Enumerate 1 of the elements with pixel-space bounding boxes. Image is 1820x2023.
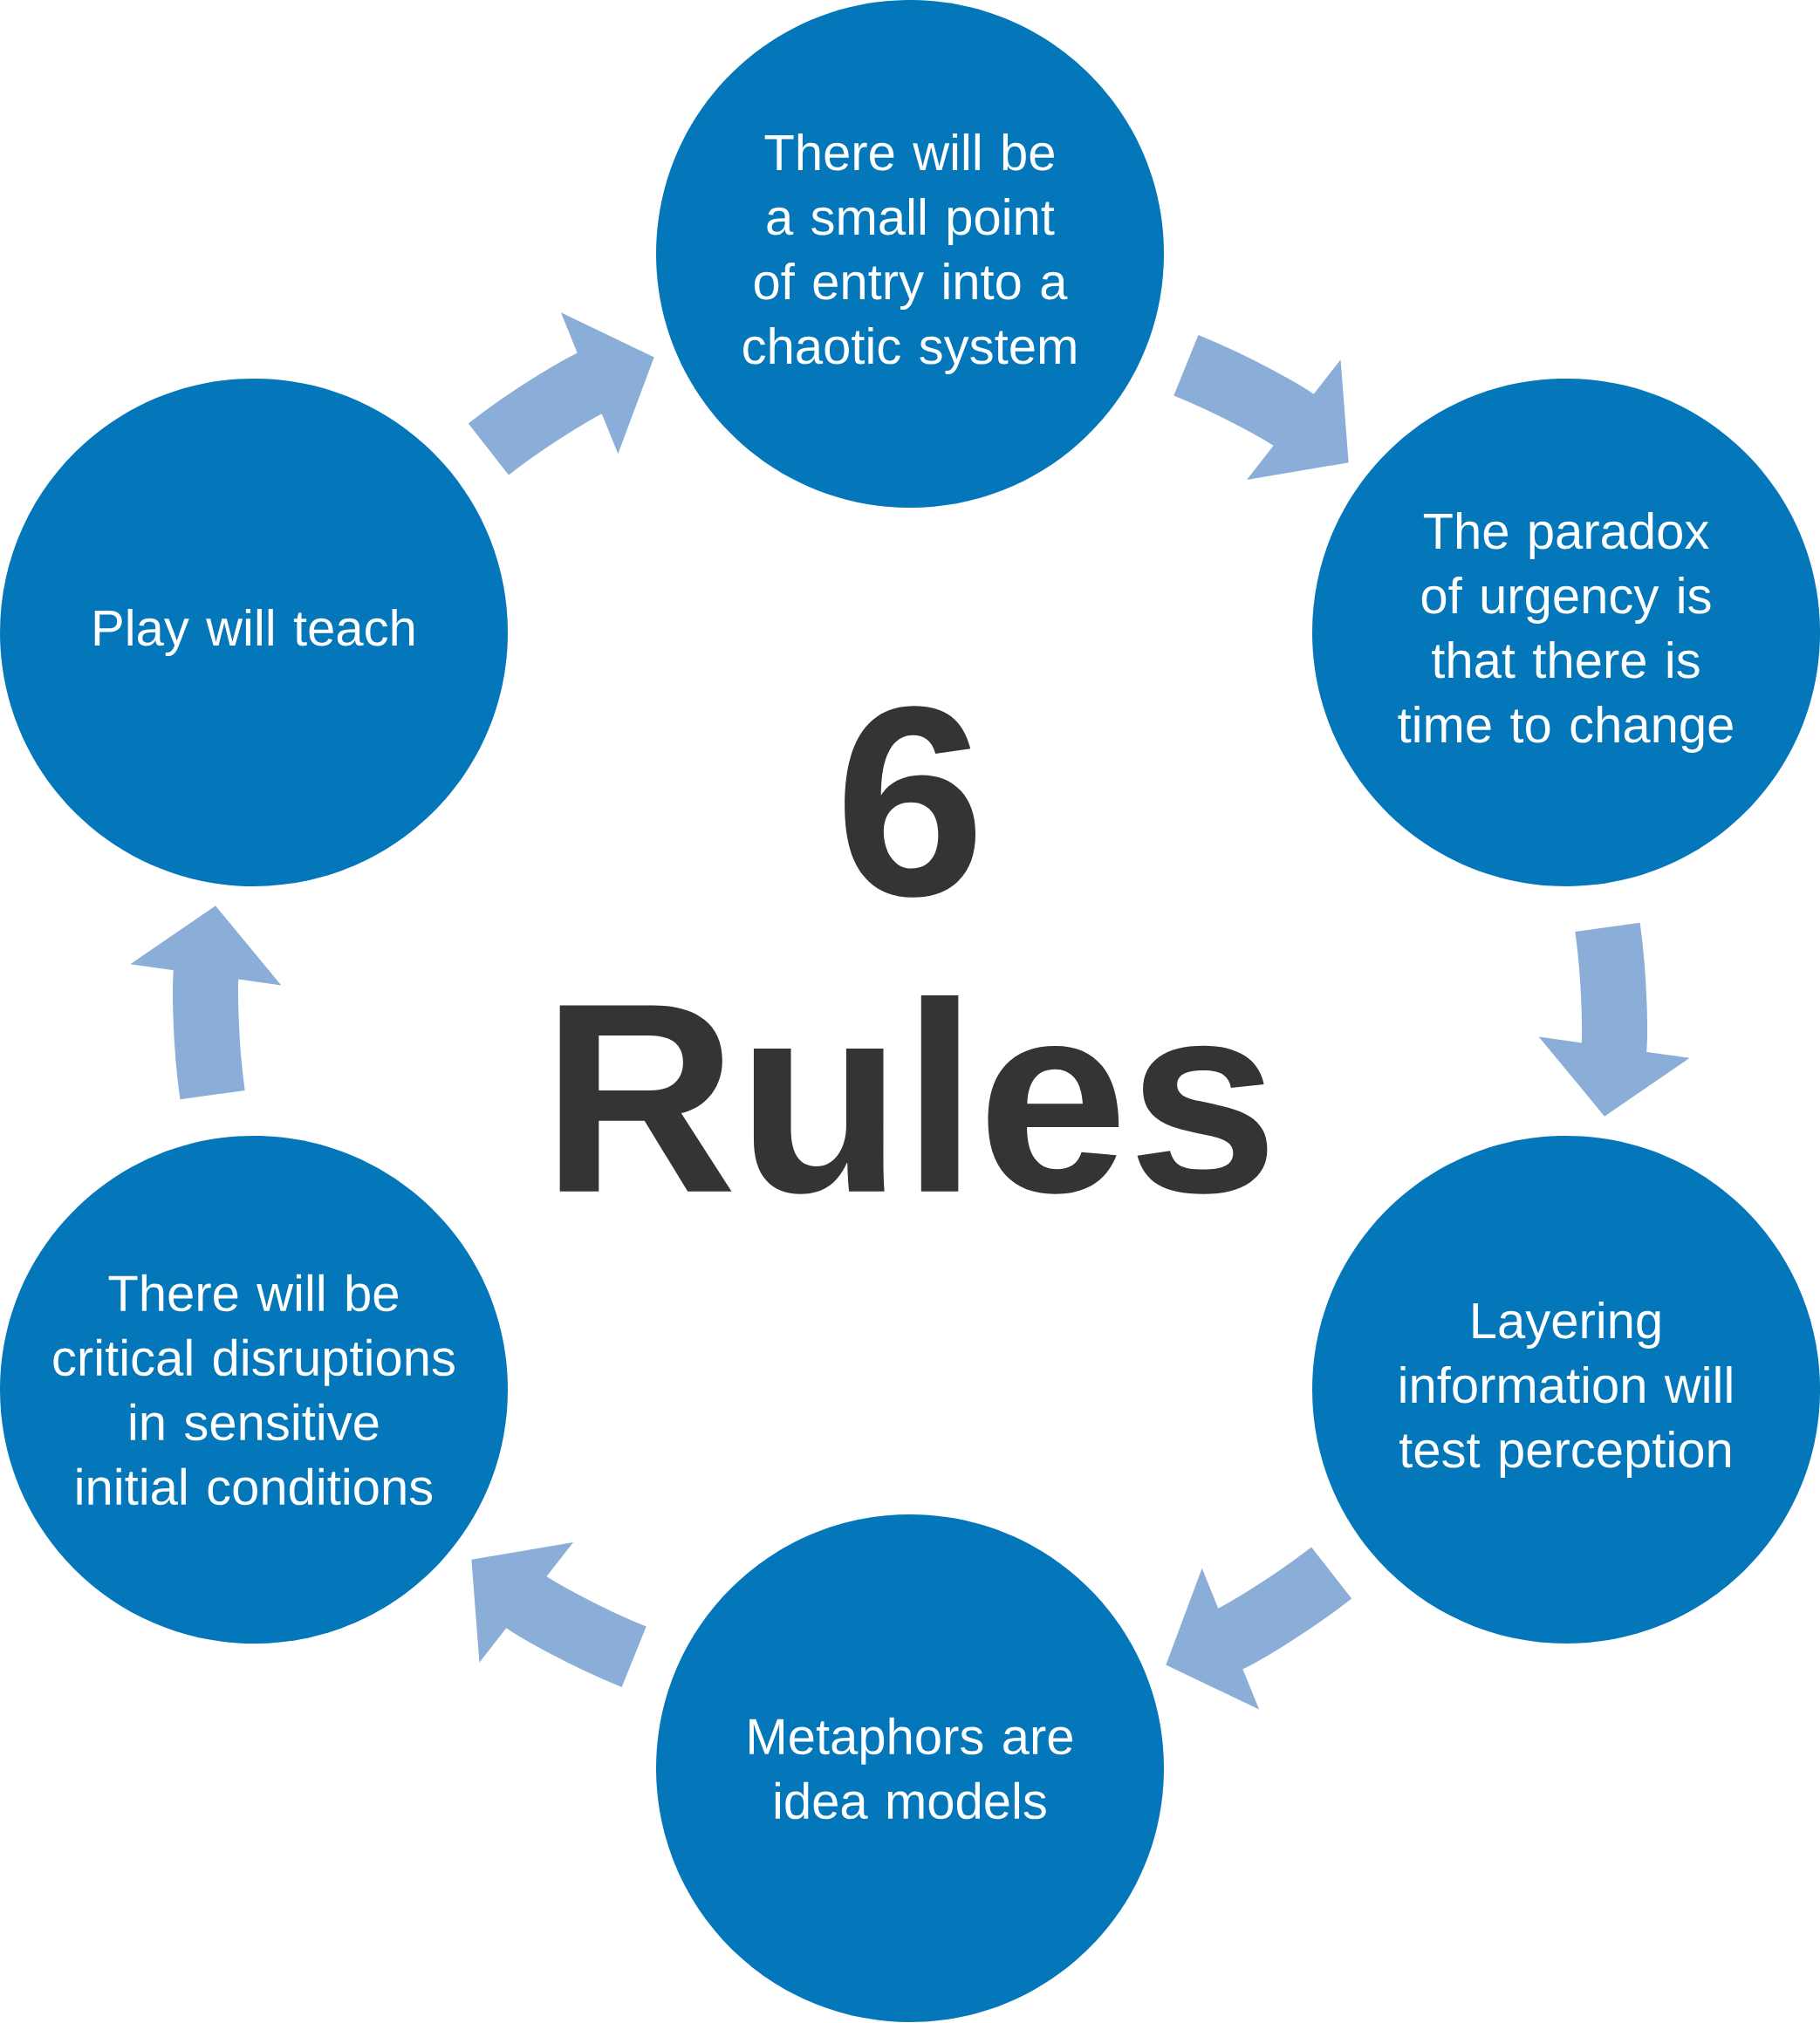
title: 6 Rules [559, 706, 1268, 1194]
